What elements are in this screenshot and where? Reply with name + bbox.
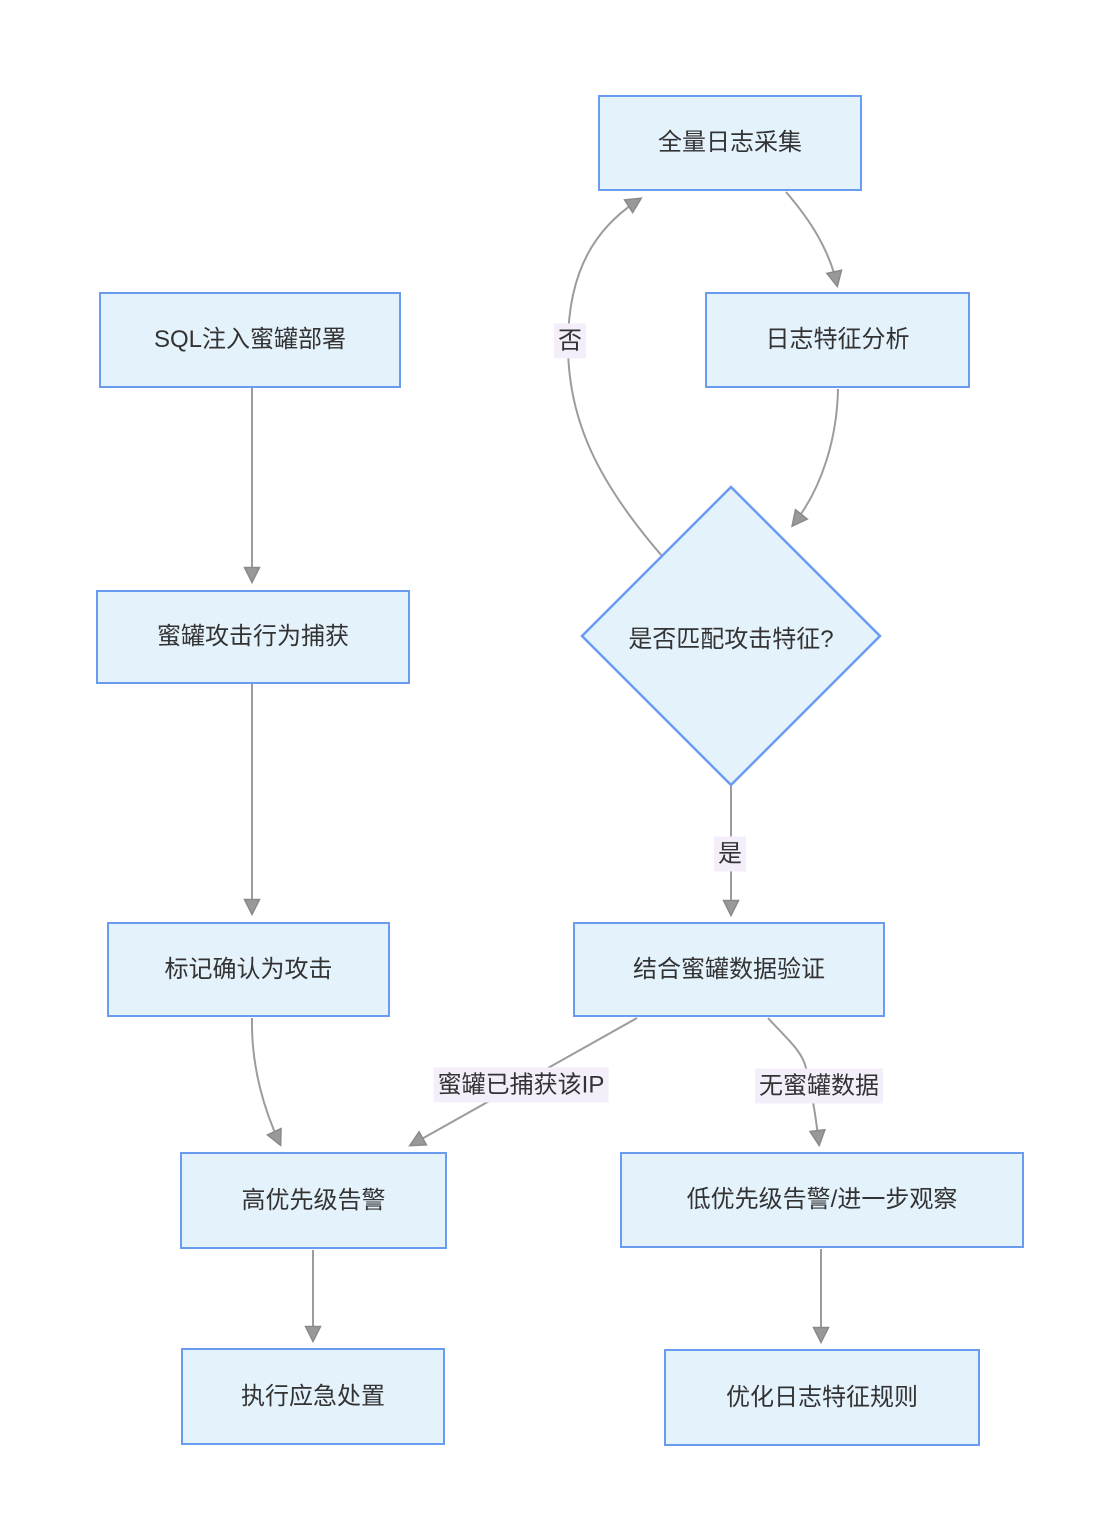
node-honeypot-capture: 蜜罐攻击行为捕获: [96, 590, 410, 684]
edge-label-captured-ip: 蜜罐已捕获该IP: [433, 1067, 609, 1103]
node-honeypot-capture-label: 蜜罐攻击行为捕获: [157, 623, 349, 650]
node-emergency-label: 执行应急处置: [241, 1382, 385, 1410]
node-optimize: 优化日志特征规则: [664, 1349, 980, 1446]
edge-verify-to-low-alert: [767, 1017, 819, 1144]
node-low-alert: 低优先级告警/进一步观察: [620, 1152, 1024, 1248]
edge-fulllog-to-analysis: [785, 191, 837, 285]
node-match-decision-shape: [580, 485, 882, 787]
node-sql-honeypot-label: SQL注入蜜罐部署: [153, 326, 347, 353]
node-sql-honeypot: SQL注入蜜罐部署: [99, 292, 401, 388]
node-verify: 结合蜜罐数据验证: [573, 922, 885, 1017]
node-low-alert-label: 低优先级告警/进一步观察: [686, 1186, 958, 1213]
edge-decision-no-to-fulllog: [566, 199, 663, 557]
node-log-analysis-label: 日志特征分析: [765, 326, 910, 353]
edge-analysis-to-decision: [793, 388, 839, 525]
edge-mark-to-high-alert: [250, 1017, 280, 1144]
node-optimize-label: 优化日志特征规则: [726, 1383, 918, 1411]
node-mark-attack-label: 标记确认为攻击: [164, 955, 333, 983]
edge-label-no-data: 无蜜罐数据: [755, 1068, 883, 1104]
node-high-alert-label: 高优先级告警: [241, 1186, 386, 1214]
node-match-decision: 是否匹配攻击特征?: [601, 616, 861, 656]
node-full-log-label: 全量日志采集: [658, 129, 802, 156]
node-high-alert: 高优先级告警: [180, 1152, 447, 1249]
edge-label-no: 否: [554, 323, 586, 359]
node-mark-attack: 标记确认为攻击: [107, 922, 390, 1017]
node-verify-label: 结合蜜罐数据验证: [633, 955, 825, 983]
node-emergency: 执行应急处置: [181, 1348, 445, 1445]
node-full-log: 全量日志采集: [598, 95, 862, 191]
node-log-analysis: 日志特征分析: [705, 292, 970, 388]
node-match-decision-label: 是否匹配攻击特征?: [628, 625, 834, 653]
edge-label-yes: 是: [714, 836, 746, 872]
